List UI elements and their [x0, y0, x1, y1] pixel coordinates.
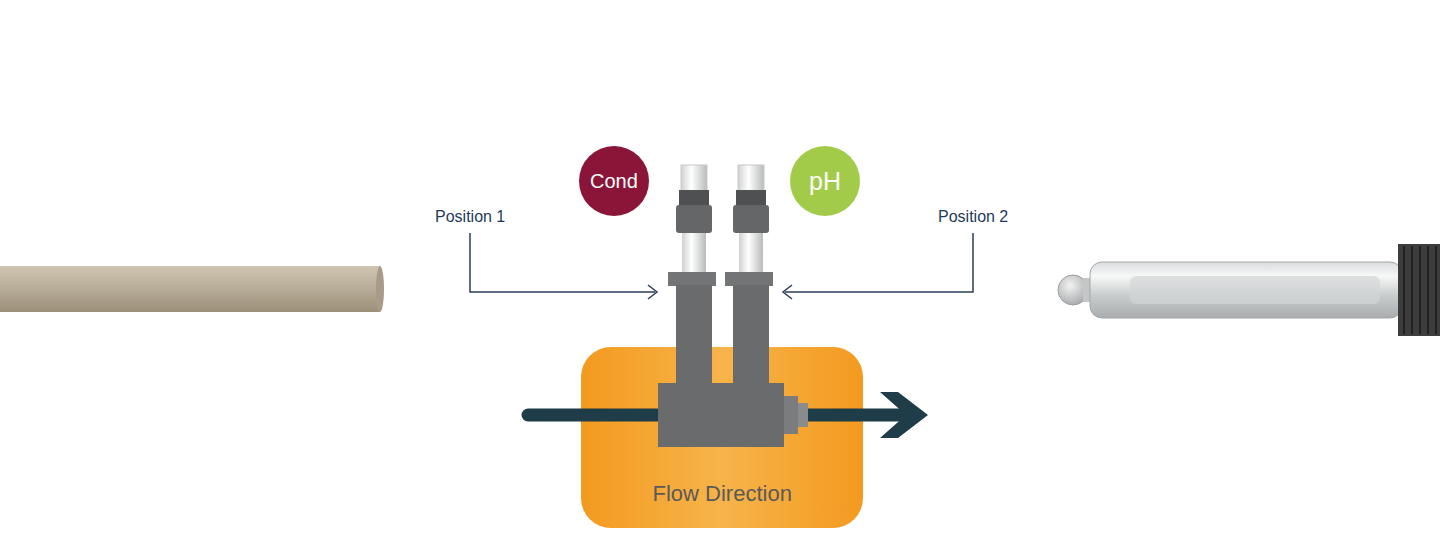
stem-top	[681, 165, 707, 191]
sensor-stem-right	[725, 165, 773, 385]
conductivity-sensor-tube	[0, 266, 380, 312]
ph-electrode-thread	[1398, 244, 1440, 336]
stem-pipe	[733, 285, 769, 385]
sensor-badge: pH	[790, 146, 860, 216]
flow-cell-fitting	[784, 396, 798, 434]
stem-glass	[682, 233, 706, 273]
stem-top	[738, 165, 764, 191]
stem-cap	[725, 272, 773, 286]
stem-glass	[739, 233, 763, 273]
thread-line	[1403, 246, 1405, 334]
leader-line	[785, 233, 973, 292]
flow-cell-fitting	[798, 403, 808, 427]
thread-line	[1419, 246, 1421, 334]
leader-line	[470, 233, 655, 292]
stem-connector	[736, 190, 766, 206]
stem-collar	[676, 205, 712, 233]
leader-arrowhead	[783, 285, 792, 299]
circle-fill	[790, 146, 860, 216]
flow-arrow-head	[880, 392, 928, 438]
position-label: Position 2	[938, 208, 1008, 226]
thread-lines	[1404, 246, 1436, 334]
sensor-badge: Cond	[579, 146, 649, 216]
circle-fill	[579, 146, 649, 216]
sensor-stem-left	[668, 165, 716, 385]
thread-line	[1411, 246, 1413, 334]
stem-pipe	[676, 285, 712, 385]
flow-cell-body	[658, 383, 784, 447]
leader-arrowhead	[648, 285, 657, 299]
position-label: Position 1	[435, 208, 505, 226]
stem-connector	[679, 190, 709, 206]
ph-electrode-inner	[1130, 276, 1380, 304]
stem-cap	[668, 272, 716, 286]
node-text: pH	[809, 167, 841, 196]
stem-collar	[733, 205, 769, 233]
thread-line	[1435, 246, 1437, 334]
flow-cell-panel: Flow Direction	[581, 347, 863, 528]
node-text: Flow Direction	[653, 481, 792, 507]
flow-arrow-shaft	[528, 409, 900, 422]
thread-line	[1427, 246, 1429, 334]
node-text: Cond	[590, 170, 638, 193]
conductivity-sensor-tip	[376, 266, 384, 312]
ph-electrode-body	[1090, 262, 1402, 318]
